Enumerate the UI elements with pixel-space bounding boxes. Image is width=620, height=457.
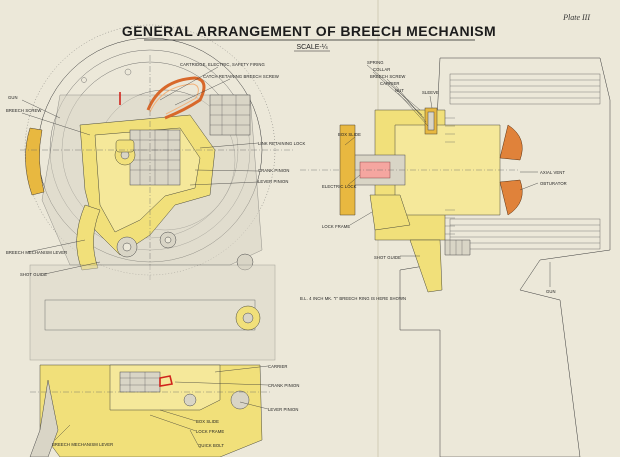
label-catch-retaining: CATCH RETAINING BREECH SCREW bbox=[203, 74, 279, 79]
link-orange bbox=[146, 76, 206, 120]
label-breech-screw: BREECH SCREW bbox=[6, 108, 41, 113]
obturator-bottom bbox=[499, 179, 523, 216]
label-box-slide: BOX SLIDE bbox=[338, 132, 361, 137]
shot-guide-part bbox=[409, 239, 443, 293]
label-shot-guide-left: SHOT GUIDE bbox=[20, 272, 47, 277]
label-breech-mechanism-lever: BREECH MECHANISM LEVER bbox=[6, 250, 67, 255]
page-title: GENERAL ARRANGEMENT OF BREECH MECHANISM bbox=[122, 23, 496, 39]
label-box-slide-bottom: BOX SLIDE bbox=[196, 419, 219, 424]
label-gun-right: GUN bbox=[546, 289, 556, 294]
plate-number: Plate III bbox=[562, 13, 590, 22]
label-axial-vent: AXIAL VENT bbox=[540, 170, 565, 175]
part-labels: CARTRIDGE, ELECTRIC, SAFETY FIRING CATCH… bbox=[6, 60, 567, 448]
label-crank-pinion: CRANK PINION bbox=[258, 168, 289, 173]
label-nut: NUT bbox=[395, 88, 404, 93]
scale-label: SCALE-¼ bbox=[296, 44, 327, 51]
lower-lever-handle bbox=[29, 379, 59, 457]
left-pad bbox=[25, 127, 45, 196]
label-link-retaining-lock: LINK RETAINING LOCK bbox=[258, 141, 306, 146]
label-collar: COLLAR bbox=[373, 67, 390, 72]
label-electric-lock: ELECTRIC LOCK bbox=[322, 184, 357, 189]
label-breech-screw-right: BREECH SCREW bbox=[370, 74, 405, 79]
label-obturator: OBTURATOR bbox=[540, 181, 567, 186]
label-gun: GUN bbox=[8, 95, 18, 100]
label-crank-pinion-bottom: CRANK PINION bbox=[268, 383, 299, 388]
breech-ring-note: B.L. 4 INCH MK. "I" BREECH RING IS HERE … bbox=[300, 296, 406, 301]
label-lock-frame-bottom: LOCK FRAME bbox=[196, 429, 224, 434]
left-end-view bbox=[20, 24, 295, 280]
obturator-top bbox=[499, 124, 523, 161]
label-lock-frame: LOCK FRAME bbox=[322, 224, 350, 229]
lower-side-view bbox=[29, 264, 276, 457]
label-breech-mechanism-lever-bottom: BREECH MECHANISM LEVER bbox=[52, 442, 113, 447]
label-spring: SPRING bbox=[367, 60, 384, 65]
label-carrier-bottom: CARRIER bbox=[268, 364, 288, 369]
label-carrier: CARRIER bbox=[380, 81, 400, 86]
leader-lines bbox=[21, 64, 551, 446]
label-lever-pinion-bottom: LEVER PINION bbox=[268, 407, 299, 412]
box-slide-part bbox=[339, 124, 356, 216]
label-quick-bolt: QUICK BOLT bbox=[198, 443, 224, 448]
label-shot-guide-right: SHOT GUIDE bbox=[374, 255, 401, 260]
label-safety-firing: CARTRIDGE, ELECTRIC, SAFETY FIRING bbox=[180, 62, 265, 67]
label-sleeve: SLEEVE bbox=[422, 90, 439, 95]
right-section-view bbox=[300, 57, 611, 457]
gun-body bbox=[399, 57, 611, 457]
label-lever-pinion: LEVER PINION bbox=[258, 179, 289, 184]
